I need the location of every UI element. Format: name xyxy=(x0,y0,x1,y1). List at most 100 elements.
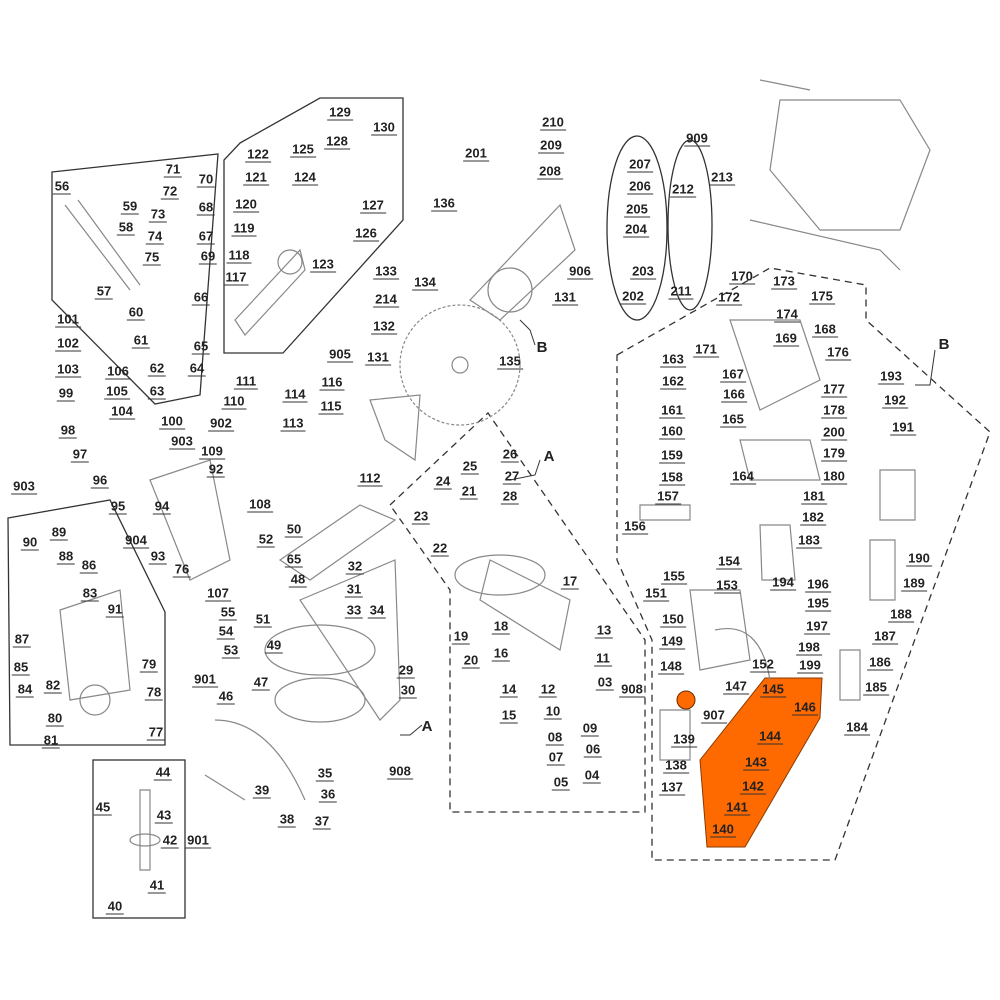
part-number-label: 169 xyxy=(773,330,799,347)
part-number-label: 135 xyxy=(497,353,523,370)
part-number-label: 125 xyxy=(290,141,316,158)
part-number-label: 148 xyxy=(658,658,684,675)
part-number-label: 39 xyxy=(252,782,272,799)
part-number-label: 214 xyxy=(373,291,399,308)
part-number-label: 74 xyxy=(145,228,165,245)
part-number-label: 70 xyxy=(196,171,216,188)
part-number-label: 56 xyxy=(52,178,72,195)
part-number-label: 206 xyxy=(627,178,653,195)
part-number-label: 45 xyxy=(93,799,113,816)
group-circle-bag xyxy=(667,139,713,311)
part-number-label: 901 xyxy=(192,671,218,688)
part-number-label: 908 xyxy=(619,681,645,698)
part-number-label: 110 xyxy=(221,393,247,410)
part-number-label: 185 xyxy=(863,679,889,696)
part-number-label: 65 xyxy=(284,551,304,568)
part-number-label: 167 xyxy=(720,366,746,383)
part-number-label: 07 xyxy=(546,749,566,766)
part-number-label: 151 xyxy=(643,585,669,602)
part-number-label: 68 xyxy=(196,199,216,216)
part-number-label: 97 xyxy=(70,446,90,463)
part-number-label: 24 xyxy=(433,473,453,490)
part-number-label: 904 xyxy=(123,532,149,549)
part-number-label: 113 xyxy=(280,415,306,432)
part-number-label: 26 xyxy=(500,446,520,463)
highlighted-part-907 xyxy=(676,690,696,710)
part-number-label: 138 xyxy=(663,757,689,774)
part-number-label: 111 xyxy=(233,373,259,390)
part-number-label: 03 xyxy=(595,674,615,691)
part-number-label: 147 xyxy=(723,678,749,695)
part-number-label: 201 xyxy=(463,145,489,162)
group-box-motor xyxy=(7,499,166,746)
part-number-label: 73 xyxy=(148,206,168,223)
part-number-label: 162 xyxy=(660,373,686,390)
part-number-label: 143 xyxy=(743,754,769,771)
part-number-label: 99 xyxy=(56,385,76,402)
part-number-label: 165 xyxy=(720,411,746,428)
part-number-label: 49 xyxy=(264,637,284,654)
part-number-label: 116 xyxy=(319,374,345,391)
part-number-label: 85 xyxy=(11,659,31,676)
part-number-label: 128 xyxy=(324,133,350,150)
part-number-label: 35 xyxy=(315,765,335,782)
group-circle-brushes xyxy=(606,135,668,321)
part-number-label: 109 xyxy=(199,443,225,460)
section-marker: A xyxy=(421,718,433,735)
part-number-label: 20 xyxy=(461,652,481,669)
part-number-label: 62 xyxy=(147,360,167,377)
part-number-label: 177 xyxy=(821,381,847,398)
part-number-label: 213 xyxy=(709,169,735,186)
part-number-label: 121 xyxy=(243,169,269,186)
part-number-label: 106 xyxy=(105,363,131,380)
part-number-label: 144 xyxy=(757,728,783,745)
part-number-label: 50 xyxy=(284,521,304,538)
part-number-label: 16 xyxy=(491,645,511,662)
part-number-label: 107 xyxy=(205,585,231,602)
part-number-label: 30 xyxy=(398,682,418,699)
part-number-label: 91 xyxy=(105,601,125,618)
part-number-label: 131 xyxy=(552,289,578,306)
part-number-label: 95 xyxy=(108,498,128,515)
part-number-label: 72 xyxy=(160,183,180,200)
part-number-label: 168 xyxy=(812,321,838,338)
part-number-label: 127 xyxy=(360,197,386,214)
part-number-label: 183 xyxy=(796,532,822,549)
part-number-label: 66 xyxy=(191,289,211,306)
part-number-label: 32 xyxy=(345,558,365,575)
part-number-label: 906 xyxy=(567,263,593,280)
part-number-label: 114 xyxy=(282,386,308,403)
part-number-label: 156 xyxy=(622,518,648,535)
part-number-label: 146 xyxy=(792,699,818,716)
part-number-label: 211 xyxy=(668,283,694,300)
part-number-label: 170 xyxy=(729,268,755,285)
part-number-label: 105 xyxy=(104,383,130,400)
part-number-label: 158 xyxy=(659,469,685,486)
part-number-label: 136 xyxy=(431,195,457,212)
part-number-label: 126 xyxy=(353,225,379,242)
part-number-label: 33 xyxy=(344,602,364,619)
part-number-label: 180 xyxy=(821,468,847,485)
part-number-label: 207 xyxy=(627,156,653,173)
part-number-label: 83 xyxy=(80,585,100,602)
part-number-label: 203 xyxy=(630,263,656,280)
part-number-label: 79 xyxy=(139,656,159,673)
part-number-label: 82 xyxy=(43,677,63,694)
part-number-label: 905 xyxy=(327,346,353,363)
part-number-label: 59 xyxy=(120,198,140,215)
part-number-label: 178 xyxy=(821,402,847,419)
part-number-label: 12 xyxy=(538,681,558,698)
part-number-label: 204 xyxy=(623,221,649,238)
group-box-a xyxy=(389,412,646,813)
part-number-label: 92 xyxy=(206,461,226,478)
part-number-label: 46 xyxy=(216,688,236,705)
part-number-label: 182 xyxy=(800,509,826,526)
part-number-label: 118 xyxy=(226,247,252,264)
part-number-label: 194 xyxy=(770,574,796,591)
part-number-label: 159 xyxy=(659,447,685,464)
part-number-label: 44 xyxy=(153,764,173,781)
part-number-label: 27 xyxy=(502,468,522,485)
part-number-label: 100 xyxy=(159,413,185,430)
part-number-label: 145 xyxy=(760,681,786,698)
